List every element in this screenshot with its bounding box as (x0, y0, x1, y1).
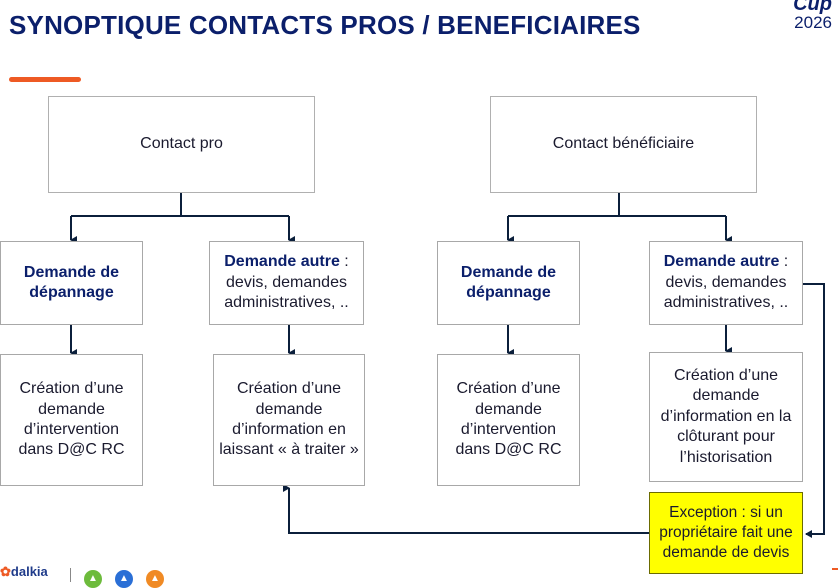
contact-pro-label: Contact pro (140, 135, 223, 153)
cup-logo-year: 2026 (794, 13, 832, 32)
right-autre-result: Création d’une demande d’information en … (660, 366, 792, 466)
partner-blue-icon: ▲ (115, 570, 133, 588)
right-depannage-result: Création d’une demande d’intervention da… (455, 380, 562, 459)
left-autre-result: Création d’une demande d’information en … (219, 380, 359, 459)
right-autre-box: Demande autre : devis, demandes administ… (649, 241, 803, 325)
left-depannage-result-box: Création d’une demande d’intervention da… (0, 354, 143, 486)
right-depannage-title: Demande de dépannage (460, 263, 557, 301)
left-autre-detail: : devis, demandes administratives, .. (224, 253, 349, 312)
page-title: SYNOPTIQUE CONTACTS PROS / BENEFICIAIRES (9, 10, 641, 40)
left-autre-result-box: Création d’une demande d’information en … (213, 354, 365, 486)
exception-box: Exception : si un propriétaire fait une … (649, 492, 803, 574)
corner-accent (832, 568, 838, 570)
connector-exception-return (283, 484, 649, 534)
cup-logo-text: Cup (793, 0, 832, 15)
right-depannage-result-box: Création d’une demande d’intervention da… (437, 354, 580, 486)
contact-beneficiaire-box: Contact bénéficiaire (490, 96, 757, 193)
right-depannage-box: Demande de dépannage (437, 241, 580, 325)
dalkia-logo-text: dalkia (10, 564, 48, 579)
footer-separator (70, 568, 71, 582)
footer-logos: ✿dalkia ▲ ▲ ▲ (0, 560, 200, 588)
partner-green-icon: ▲ (84, 570, 102, 588)
connector-side-loop (803, 283, 825, 538)
contact-beneficiaire-label: Contact bénéficiaire (552, 135, 695, 153)
accent-bar (9, 77, 81, 82)
left-depannage-title: Demande de dépannage (23, 263, 120, 301)
left-depannage-result: Création d’une demande d’intervention da… (18, 380, 125, 459)
dalkia-swirl-icon: ✿ (0, 564, 11, 579)
cup-2026-logo: Cup 2026 (793, 0, 832, 31)
right-autre-detail: : devis, demandes administratives, .. (663, 253, 789, 312)
left-autre-title: Demande autre (224, 253, 340, 271)
left-depannage-box: Demande de dépannage (0, 241, 143, 325)
partner-orange-icon: ▲ (146, 570, 164, 588)
left-autre-box: Demande autre : devis, demandes administ… (209, 241, 364, 325)
right-autre-title: Demande autre (663, 253, 780, 271)
exception-text: Exception : si un propriétaire fait une … (659, 503, 793, 562)
dalkia-logo: ✿dalkia (0, 564, 48, 580)
right-autre-result-box: Création d’une demande d’information en … (649, 352, 803, 482)
contact-pro-box: Contact pro (48, 96, 315, 193)
